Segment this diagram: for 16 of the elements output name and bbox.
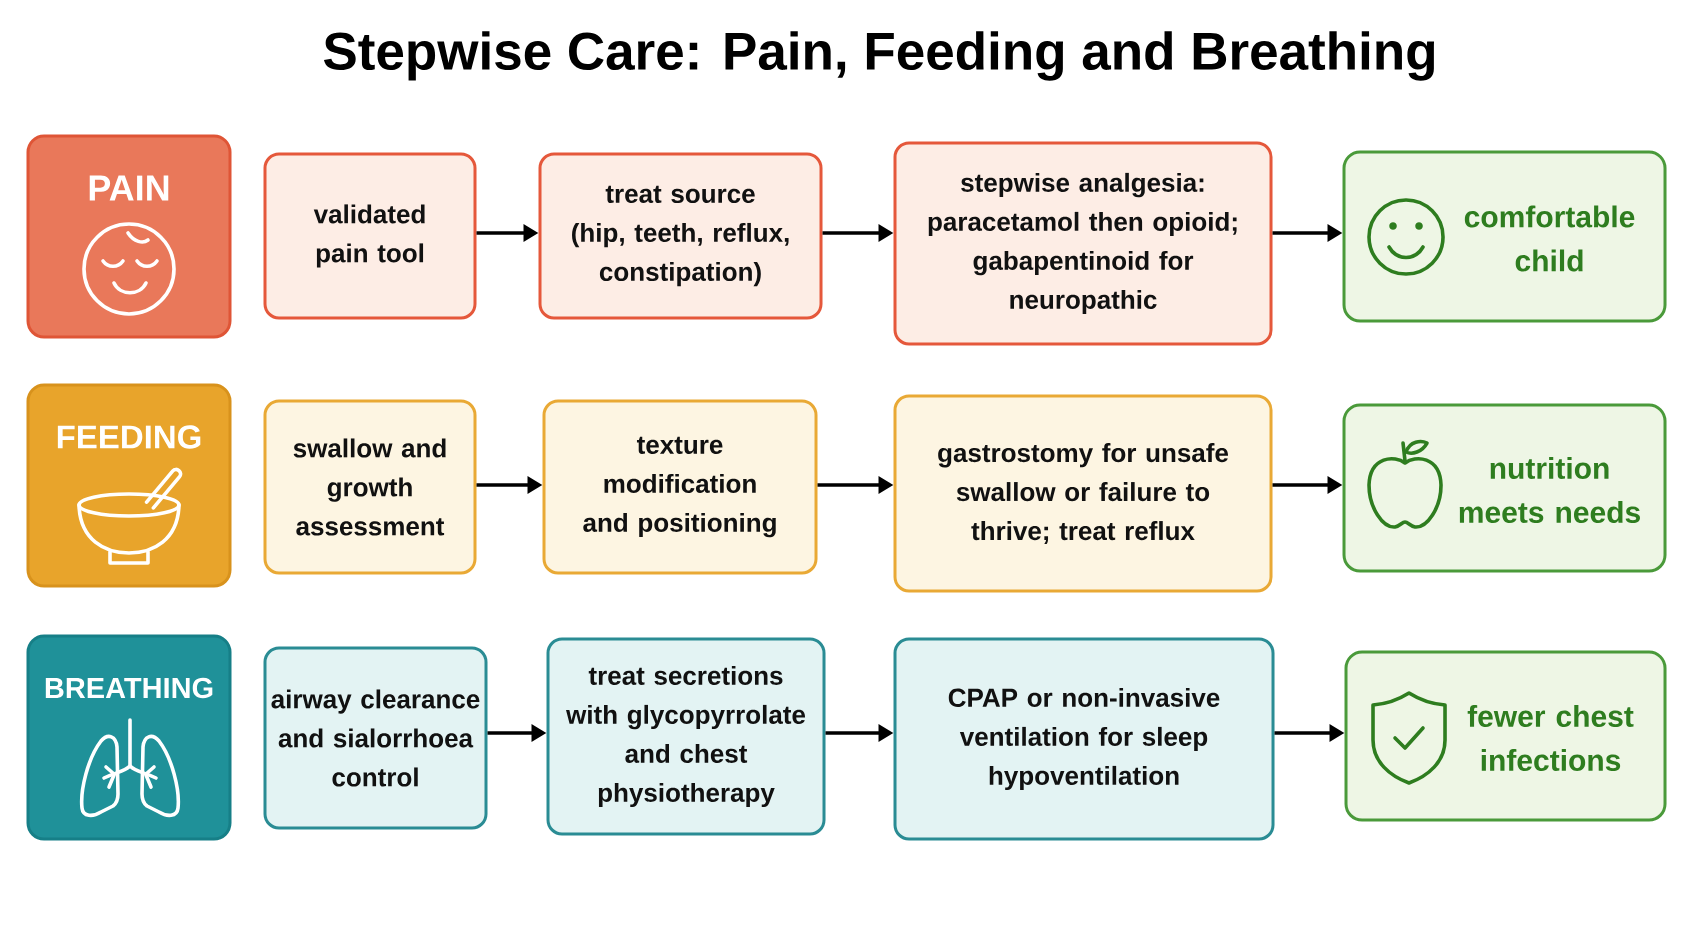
process-box: gastrostomy for unsafe swallow or failure to thrive; treat reflux [893, 394, 1273, 593]
process-box: texture modification and positioning [542, 399, 818, 575]
category-tile: FEEDING [26, 383, 232, 588]
process-box: validated pain tool [263, 152, 477, 320]
title: Stepwise Care: Pain, Feeding and Breathing [323, 31, 1435, 81]
process-box: swallow and growth assessment [263, 399, 477, 575]
category-tile: BREATHING [26, 634, 232, 841]
process-box: treat source (hip, teeth, reflux, constipation) [538, 152, 823, 320]
outcome-box: nutrition meets needs [1342, 403, 1667, 573]
process-box: stepwise analgesia: paracetamol then opioid; gabapentinoid for neuropathic [893, 141, 1273, 346]
outcome-box: comfortable child [1342, 150, 1667, 323]
outcome-box: fewer chest infections [1344, 650, 1667, 822]
category-tile: PAIN [26, 134, 232, 339]
process-box: treat secretions with glycopyrrolate and chest physiotherapy [546, 637, 826, 836]
process-box: airway clearance and sialorrhoea control [263, 646, 488, 830]
process-box: CPAP or non-invasive ventilation for sleep hypoventilation [893, 637, 1275, 841]
